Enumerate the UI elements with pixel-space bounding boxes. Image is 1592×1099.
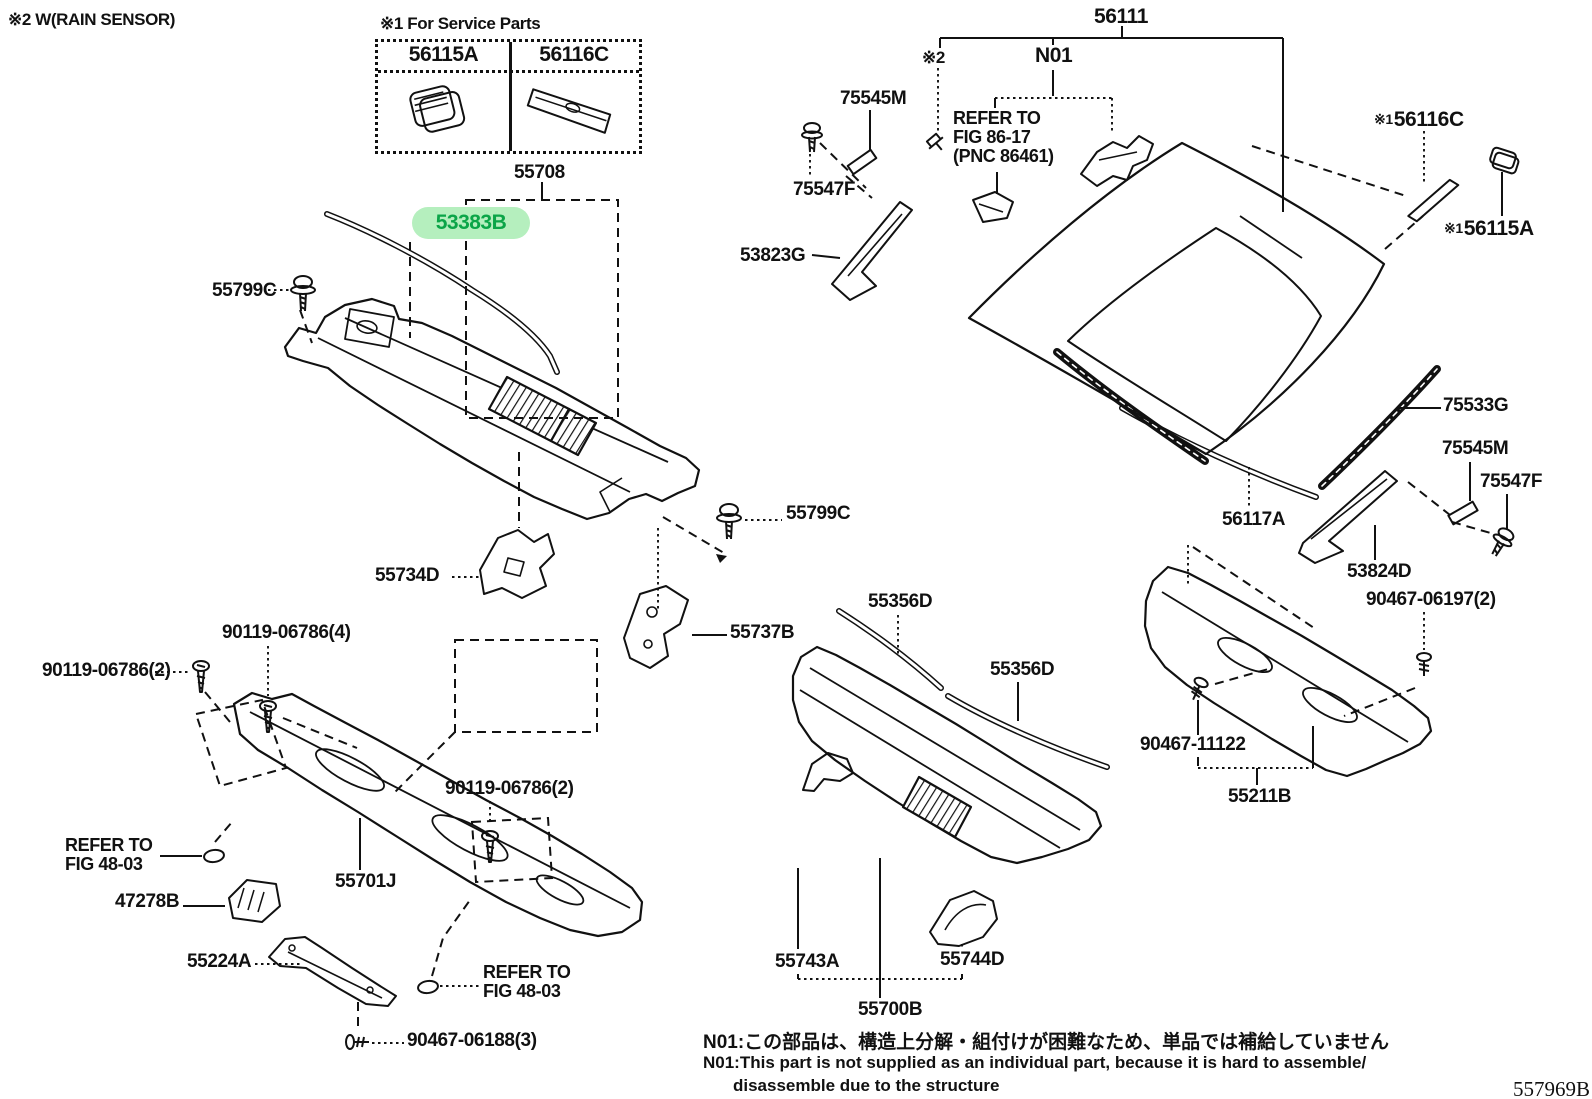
- part-label-75547F[interactable]: 75547F: [793, 179, 856, 200]
- part-label-90119-06786-4[interactable]: 90119-06786(4): [222, 622, 351, 643]
- rain-sensor-note: ※2 W(RAIN SENSOR): [8, 10, 176, 29]
- table-header-separator: [378, 70, 639, 73]
- refer-fig-48-03-note: REFER TO FIG 48-03: [65, 835, 153, 874]
- part-label-55744D[interactable]: 55744D: [940, 949, 1005, 970]
- part-label-55743A[interactable]: 55743A: [775, 951, 840, 972]
- part-label-90467-11122[interactable]: 90467-11122: [1140, 734, 1246, 755]
- symbol-1-marker: ※1: [1374, 111, 1393, 127]
- cowl-left-reinforcement-drawing: [232, 691, 644, 938]
- refer-fig-86-17-note: REFER TO FIG 86-17 (PNC 86461): [953, 109, 1054, 166]
- footnote-english-line2: disassemble due to the structure: [733, 1076, 1000, 1095]
- part-label-53824D[interactable]: 53824D: [1347, 561, 1412, 582]
- part-label-55737B[interactable]: 55737B: [730, 622, 795, 643]
- part-label-55700B[interactable]: 55700B: [858, 999, 923, 1020]
- refer-to-line: REFER TO: [953, 108, 1041, 128]
- refer-fig-line: FIG 48-03: [65, 853, 143, 874]
- highlighted-part-pill[interactable]: 53383B: [412, 207, 530, 239]
- refer-fig-48-03-note-2: REFER TO FIG 48-03: [483, 962, 571, 1001]
- part-label-75545M-2[interactable]: 75545M: [1442, 438, 1509, 459]
- part-label-90467-06197[interactable]: 90467-06197(2): [1366, 589, 1496, 610]
- refer-to-line: REFER TO: [65, 835, 153, 855]
- diagram-code: 557969B: [1513, 1077, 1591, 1099]
- symbol-1-marker: ※1: [1444, 220, 1463, 236]
- part-label-56115A[interactable]: ※156115A: [1444, 217, 1534, 240]
- footnote-english-line1: N01:This part is not supplied as an indi…: [703, 1053, 1367, 1072]
- part-label-90119-06786-2b[interactable]: 90119-06786(2): [445, 778, 574, 799]
- cowl-panel-55700B-drawing: [791, 645, 1103, 865]
- part-label-56116C[interactable]: ※156116C: [1374, 108, 1464, 131]
- part-label-56117A[interactable]: 56117A: [1222, 509, 1286, 530]
- leader-lines-dashed: [194, 142, 1495, 1031]
- footnote-marker-N01: N01: [1035, 44, 1073, 67]
- molding-strips-drawing: [324, 211, 1441, 770]
- part-label-53823G[interactable]: 53823G: [740, 245, 806, 266]
- part-label-55701J[interactable]: 55701J: [335, 871, 397, 892]
- part-label-90119-06786-2[interactable]: 90119-06786(2): [42, 660, 171, 681]
- refer-fig-line: FIG 86-17: [953, 126, 1031, 147]
- cowl-top-panel-drawing: [283, 297, 701, 521]
- small-parts-drawings: [192, 85, 1520, 1050]
- part-label-55356D-2[interactable]: 55356D: [990, 659, 1055, 680]
- part-label-75547F-2[interactable]: 75547F: [1480, 471, 1543, 492]
- part-label-55708[interactable]: 55708: [514, 162, 565, 183]
- part-label-55799C-2[interactable]: 55799C: [786, 503, 851, 524]
- service-parts-title: ※1 For Service Parts: [380, 14, 541, 33]
- table-header-56115A[interactable]: 56115A: [408, 43, 479, 66]
- refer-fig-line: FIG 48-03: [483, 980, 561, 1001]
- refer-pnc-line: (PNC 86461): [953, 145, 1054, 166]
- part-label-56111[interactable]: 56111: [1094, 5, 1149, 28]
- leader-lines-dotted: [155, 68, 1425, 1044]
- part-label-53383B[interactable]: 53383B: [435, 211, 507, 234]
- table-divider: [509, 42, 512, 151]
- part-label-55356D[interactable]: 55356D: [868, 591, 933, 612]
- symbol-2-marker: ※2: [922, 48, 945, 67]
- windshield-glass-drawing: [967, 141, 1386, 456]
- part-label-90467-06188[interactable]: 90467-06188(3): [407, 1030, 537, 1051]
- part-label-75533G[interactable]: 75533G: [1443, 395, 1509, 416]
- part-label-75545M[interactable]: 75545M: [840, 88, 907, 109]
- refer-to-line: REFER TO: [483, 962, 571, 982]
- part-label-55734D[interactable]: 55734D: [375, 565, 440, 586]
- part-label-55211B[interactable]: 55211B: [1228, 786, 1292, 807]
- arrowhead: [716, 554, 727, 563]
- cowl-panel-55211B-drawing: [1143, 565, 1433, 778]
- leader-lines-solid: [160, 26, 1508, 998]
- part-label-55799C[interactable]: 55799C: [212, 280, 277, 301]
- table-header-56116C[interactable]: 56116C: [539, 43, 609, 66]
- part-label-47278B[interactable]: 47278B: [115, 891, 180, 912]
- service-parts-table: 56115A 56116C: [375, 39, 642, 154]
- footnote-japanese: N01:この部品は、構造上分解・組付けが困難なため、単品では補給していません: [703, 1032, 1390, 1053]
- part-label-55224A[interactable]: 55224A: [187, 951, 252, 972]
